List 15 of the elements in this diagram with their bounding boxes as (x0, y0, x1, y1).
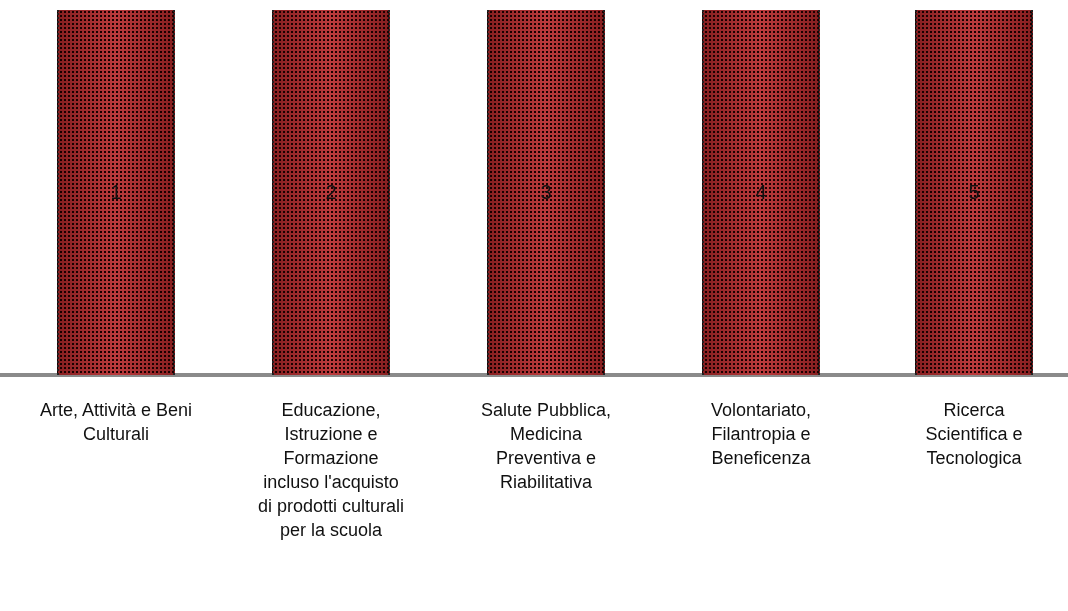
pillar-bar (57, 10, 175, 375)
pillar-caption: Salute Pubblica, Medicina Preventiva e Riabilitativa (479, 399, 613, 494)
pillar-caption: Arte, Attività e Beni Culturali (38, 399, 194, 446)
pillar-bar (272, 10, 390, 375)
pillar-bar (487, 10, 605, 375)
pillar-number: 3 (540, 181, 552, 204)
pillar-bar (915, 10, 1033, 375)
pillar-caption: Educazione, Istruzione e Formazione incluso l'acquisto di prodotti culturali per la scuola (256, 399, 406, 542)
pillar-number: 4 (755, 181, 767, 204)
pillar-caption: Ricerca Scientifica e Tecnologica (924, 399, 1024, 470)
pillar-number: 2 (325, 181, 337, 204)
pillar-caption: Volontariato, Filantropia e Beneficenza (709, 399, 813, 470)
pillar-number: 1 (110, 181, 122, 204)
pillar-bar (702, 10, 820, 375)
pillar-number: 5 (968, 181, 980, 204)
